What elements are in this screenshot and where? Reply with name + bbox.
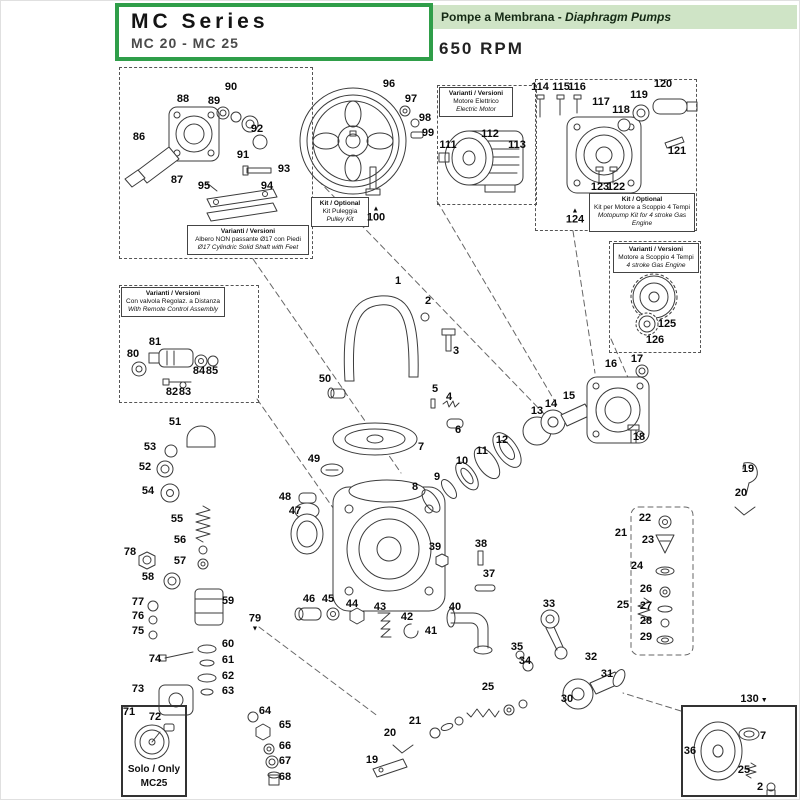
gas-engine-kit-drawing: [536, 94, 698, 194]
regulator-column-drawing: [134, 425, 281, 786]
pulley-kit-drawing: [299, 87, 424, 196]
product-line-banner: Pompe a Membrana - Diaphragm Pumps: [433, 5, 797, 29]
construction-lines: [252, 172, 682, 718]
remote-control-drawing: [131, 348, 219, 389]
product-line-english: Diaphragm Pumps: [565, 10, 672, 24]
gas-engine-drawing: [630, 273, 678, 336]
shaft-feet-drawing: [124, 106, 278, 222]
pump-assembly-drawing: [290, 295, 650, 778]
product-line-italian: Pompe a Membrana -: [441, 10, 566, 24]
valve-kit-right-drawing: [630, 462, 758, 656]
series-title-box: MC Series MC 20 - MC 25: [115, 3, 433, 61]
rpm-label: 650 RPM: [439, 39, 524, 58]
model-range-label: MC 20 - MC 25: [131, 35, 239, 51]
page-title: MC Series: [131, 10, 269, 33]
membrane-kit-drawing: [693, 721, 776, 797]
electric-motor-drawing: [438, 130, 524, 193]
